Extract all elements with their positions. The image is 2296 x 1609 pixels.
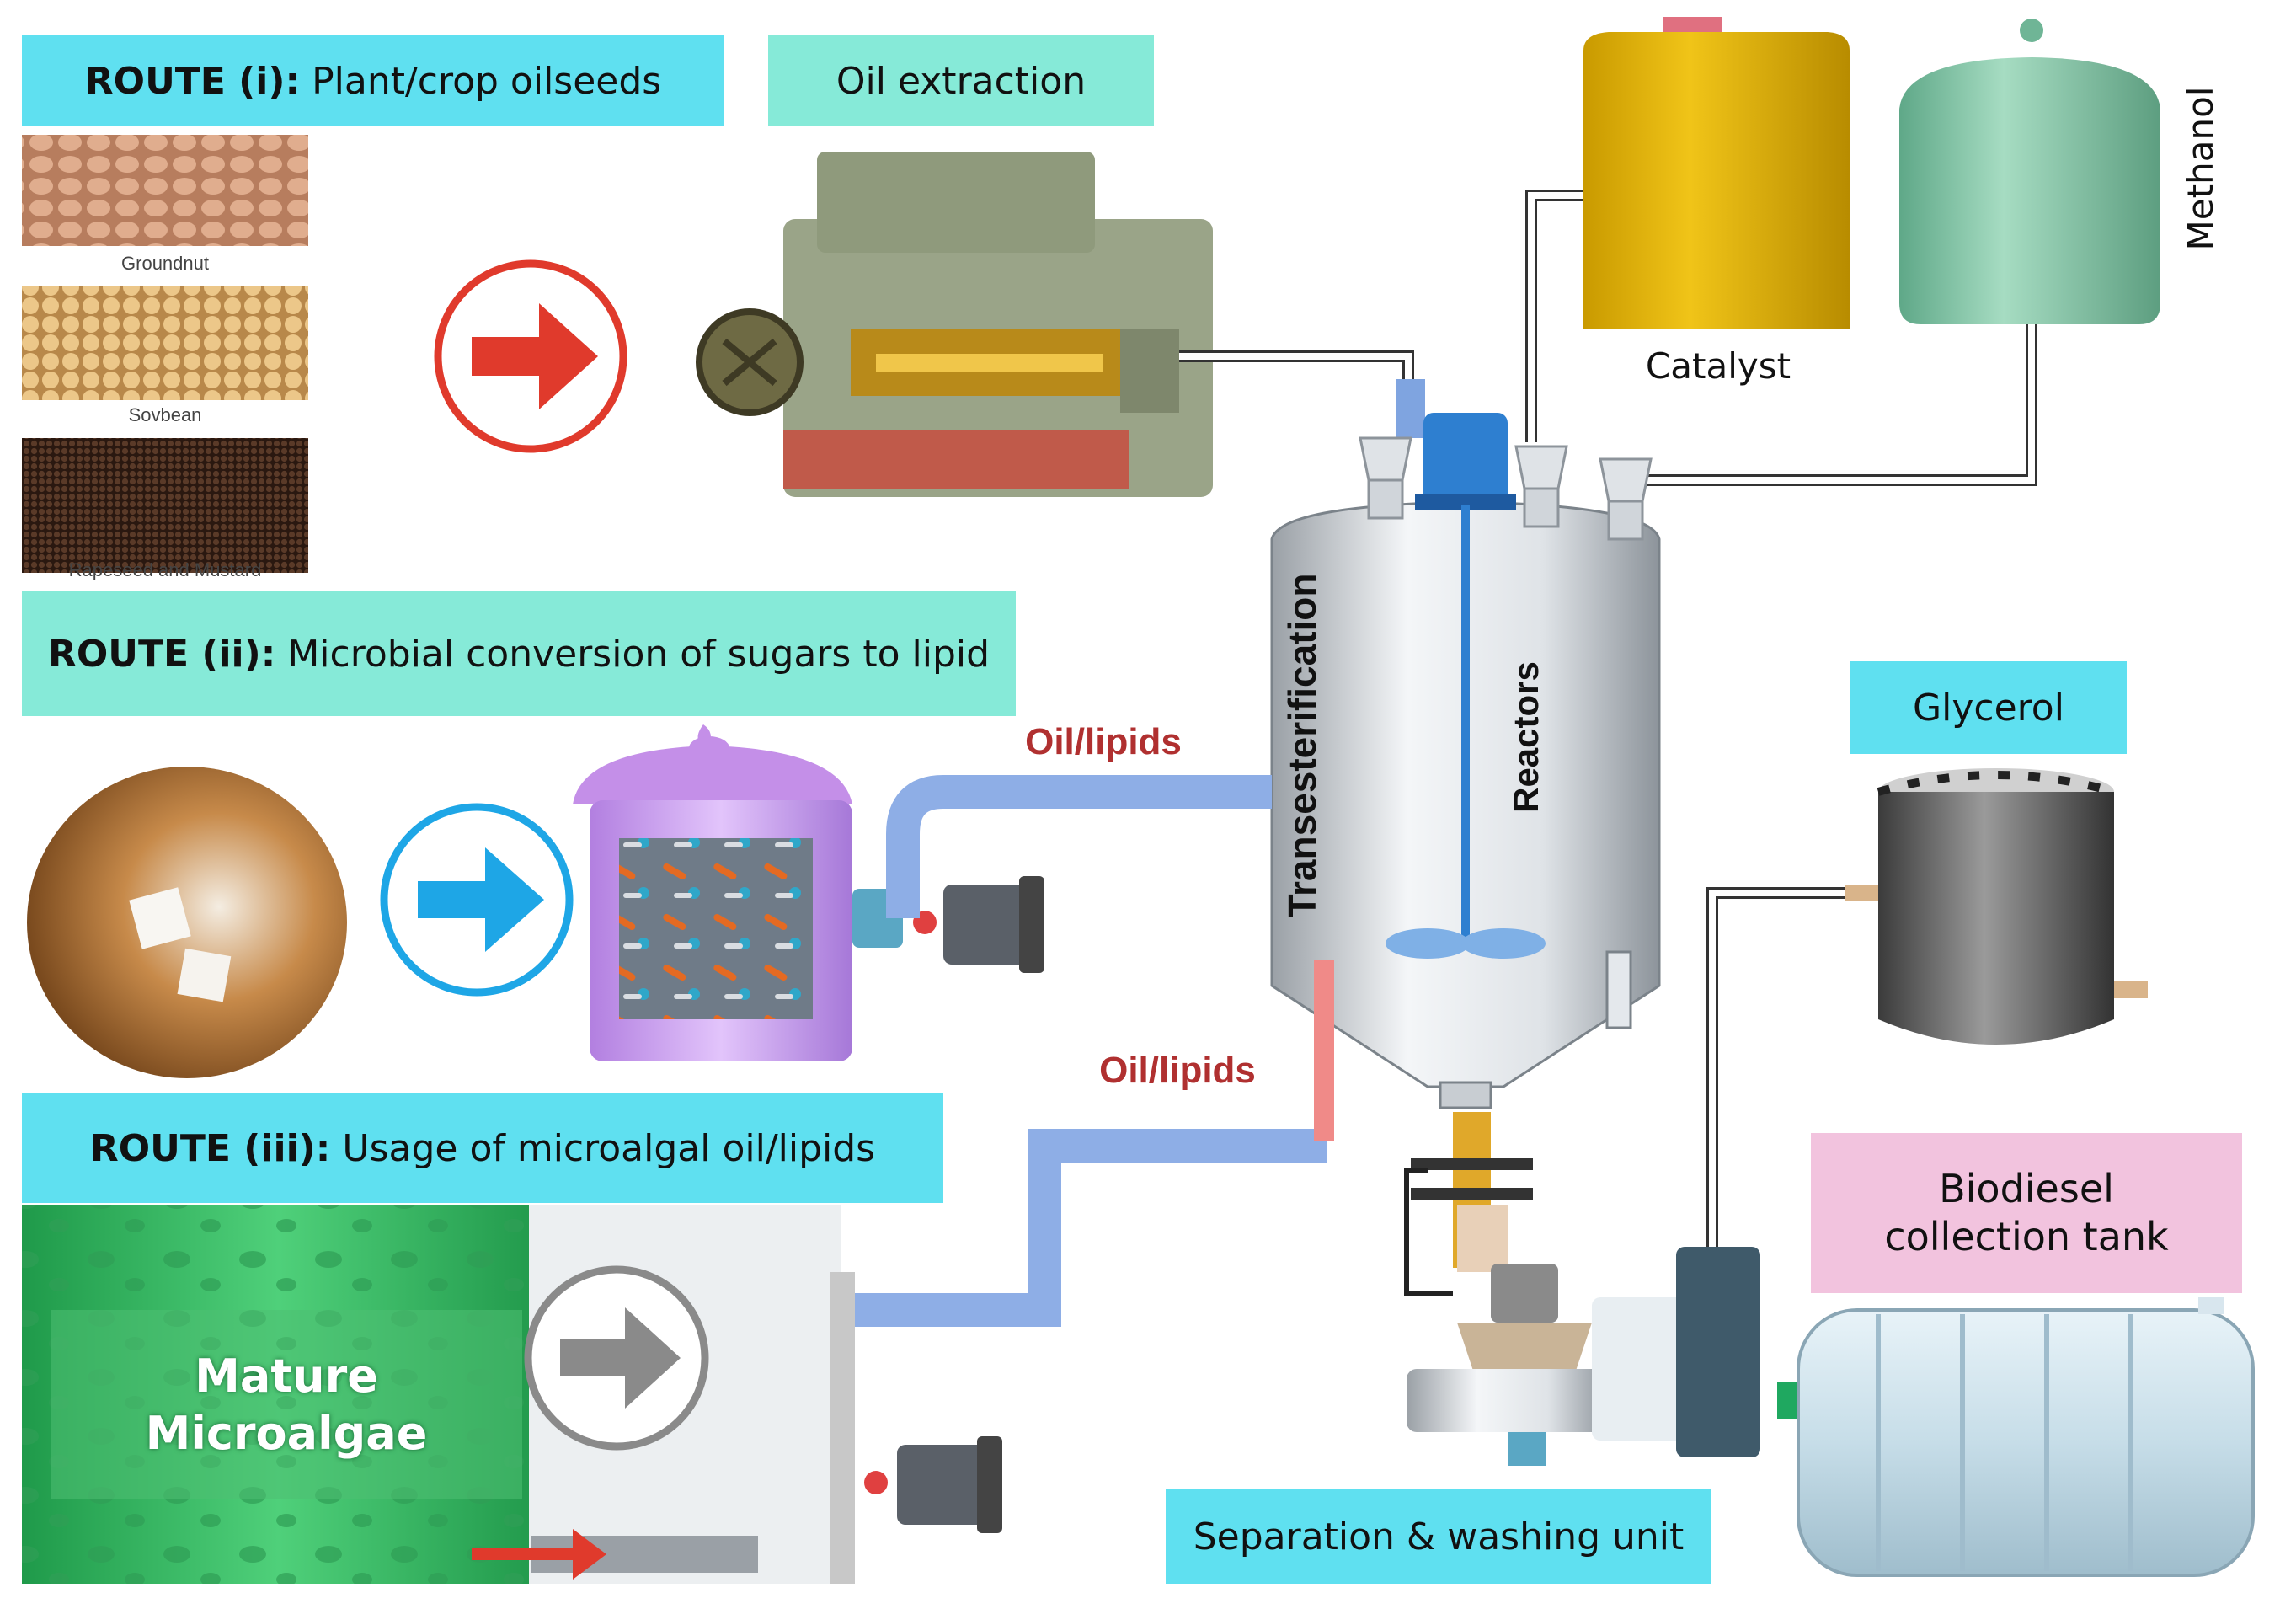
- arrow-right-icon: [434, 259, 627, 453]
- oil-extraction-label: Oil extraction: [768, 35, 1154, 126]
- route-iii-prefix: ROUTE (iii):: [89, 1126, 331, 1170]
- route-i-label: ROUTE (i):Plant/crop oilseeds: [22, 35, 724, 126]
- route-i-prefix: ROUTE (i):: [84, 59, 301, 103]
- catalyst-tank: [1583, 17, 1850, 329]
- route-i-text: Plant/crop oilseeds: [312, 59, 662, 103]
- seed-caption-groundnut: Groundnut: [121, 253, 209, 274]
- route-iii-text: Usage of microalgal oil/lipids: [342, 1126, 876, 1170]
- route-ii-label: ROUTE (ii):Microbial conversion of sugar…: [22, 591, 1016, 716]
- glycerol-tank: [1845, 768, 2148, 1045]
- route-iii-label: ROUTE (iii):Usage of microalgal oil/lipi…: [22, 1093, 943, 1203]
- methanol-tank: [1899, 19, 2160, 324]
- seed-caption-rapeseed: Rapeseed and Mustard: [68, 559, 262, 580]
- transesterification-label: Transesterification: [1280, 573, 1324, 917]
- mature-microalgae-label: Mature Microalgae: [145, 1350, 428, 1460]
- flow-label-oil-lipids-2: Oil/lipids: [1099, 1050, 1256, 1091]
- rapeseed-image: [22, 438, 308, 573]
- biodiesel-collection-tank: [1777, 1297, 2255, 1577]
- groundnut-image: [22, 135, 308, 246]
- arrow-right-icon: [380, 803, 574, 997]
- flow-label-oil-lipids-1: Oil/lipids: [1025, 721, 1182, 762]
- arrow-right-icon: [524, 1265, 709, 1451]
- soybean-image: [22, 286, 308, 400]
- biodiesel-tank-label: Biodiesel collection tank: [1811, 1133, 2242, 1293]
- reactor-vessel: [1270, 413, 1661, 1109]
- separation-unit-label: Separation & washing unit: [1166, 1489, 1711, 1584]
- pump: [852, 876, 1044, 973]
- reactors-label: Reactors: [1506, 661, 1546, 813]
- route-ii-text: Microbial conversion of sugars to lipid: [287, 632, 990, 676]
- separation-washing-unit: [1407, 1112, 1760, 1466]
- glycerol-label: Glycerol: [1850, 661, 2127, 754]
- oil-expeller-machine: [696, 152, 1213, 497]
- reactor-outlet: [1314, 960, 1334, 1141]
- fermenter-vessel: [573, 724, 852, 1061]
- methanol-label: Methanol: [2180, 87, 2221, 251]
- seed-caption-soybean: Sovbean: [128, 404, 202, 425]
- oil-inlet: [1396, 379, 1425, 438]
- microalgae-tank: [22, 1205, 855, 1584]
- catalyst-label: Catalyst: [1645, 345, 1791, 387]
- route-ii-prefix: ROUTE (ii):: [47, 632, 276, 676]
